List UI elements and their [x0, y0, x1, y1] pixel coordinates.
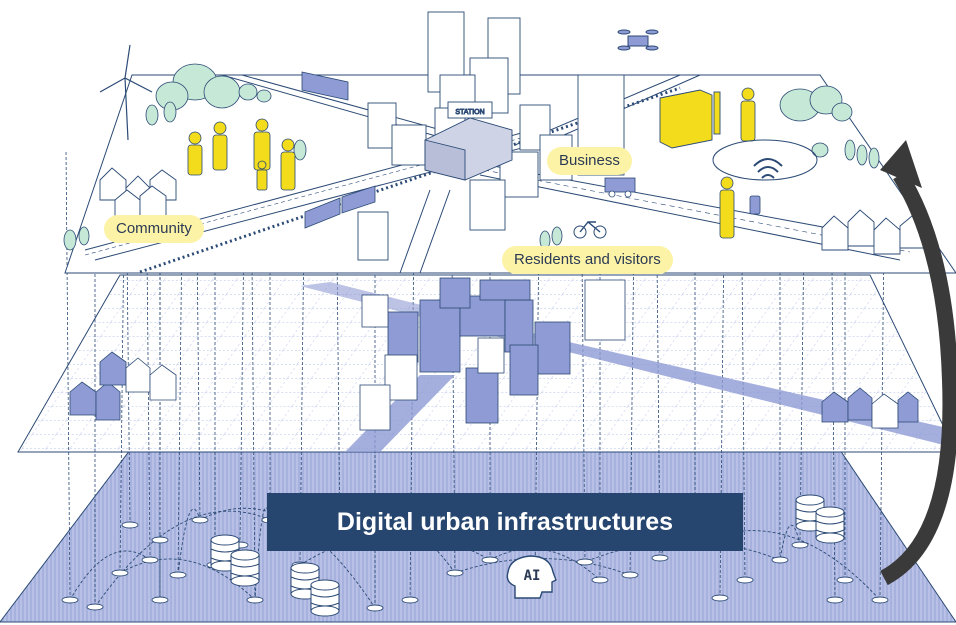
network-node [576, 558, 594, 566]
station-building: STATION [424, 101, 513, 181]
database-icon [310, 579, 340, 617]
network-arc [779, 524, 801, 561]
network-node [191, 516, 209, 524]
connection-line [799, 231, 805, 546]
people-community [187, 118, 296, 191]
network-node [169, 571, 187, 579]
ai-head-icon [506, 555, 557, 599]
network-node [121, 521, 139, 529]
network-node [86, 603, 104, 611]
network-arc [584, 541, 781, 563]
connection-line [655, 156, 661, 559]
network-node [401, 596, 419, 604]
network-node [591, 576, 609, 584]
wind-turbine-icon [99, 44, 153, 141]
bus-icon [301, 71, 349, 101]
connection-line [125, 159, 131, 526]
connection-line [119, 223, 125, 574]
network-ring [712, 139, 818, 181]
network-arc [69, 550, 151, 601]
network-node [111, 569, 129, 577]
network-node [366, 604, 384, 612]
wifi-icon [753, 158, 783, 179]
network-node [771, 556, 789, 564]
houses-left [99, 167, 177, 223]
station-sign: STATION [455, 109, 484, 116]
network-node [711, 594, 729, 602]
connection-line [65, 149, 71, 601]
digital-twin-buildings [359, 277, 626, 431]
connection-line [239, 225, 245, 546]
database-icons [210, 494, 845, 617]
twin-houses-right [821, 387, 919, 429]
label-residents: Residents and visitors [502, 246, 673, 274]
connection-line [534, 228, 540, 581]
network-node [791, 541, 809, 549]
network-node [736, 576, 754, 584]
network-node [651, 554, 669, 562]
database-icon [230, 549, 260, 587]
database-icon [815, 506, 845, 544]
network-node [151, 596, 169, 604]
network-arc [119, 558, 256, 601]
twin-houses-left [69, 351, 177, 421]
network-node [871, 596, 889, 604]
trees-left [63, 63, 272, 251]
drone-icon [617, 29, 659, 51]
bicycle-icon [573, 221, 607, 239]
trees-right [293, 85, 880, 250]
connection-line [879, 232, 885, 601]
network-node [836, 576, 854, 584]
network-node [826, 596, 844, 604]
network-node [481, 556, 499, 564]
network-node [621, 571, 639, 579]
network-node [61, 596, 79, 604]
label-community: Community [104, 215, 204, 243]
truck-icon [604, 177, 636, 198]
smartphone-icon [749, 195, 761, 215]
database-icon [290, 562, 320, 600]
connection-line [177, 224, 183, 576]
network-arc [177, 508, 201, 576]
network-node [246, 596, 264, 604]
label-business: Business [547, 147, 632, 175]
network-arc [694, 530, 881, 601]
cycle-arrow-icon [880, 140, 956, 586]
train-icon [304, 185, 376, 229]
network-arc [454, 558, 631, 576]
network-node [151, 536, 169, 544]
ai-label: AI [523, 568, 541, 584]
network-node [446, 569, 464, 577]
people-business [719, 87, 756, 239]
store-icon [659, 89, 721, 149]
network-node [141, 556, 159, 564]
network-arc [94, 510, 271, 608]
digital-infrastructure-banner: Digital urban infrastructures [267, 493, 743, 551]
